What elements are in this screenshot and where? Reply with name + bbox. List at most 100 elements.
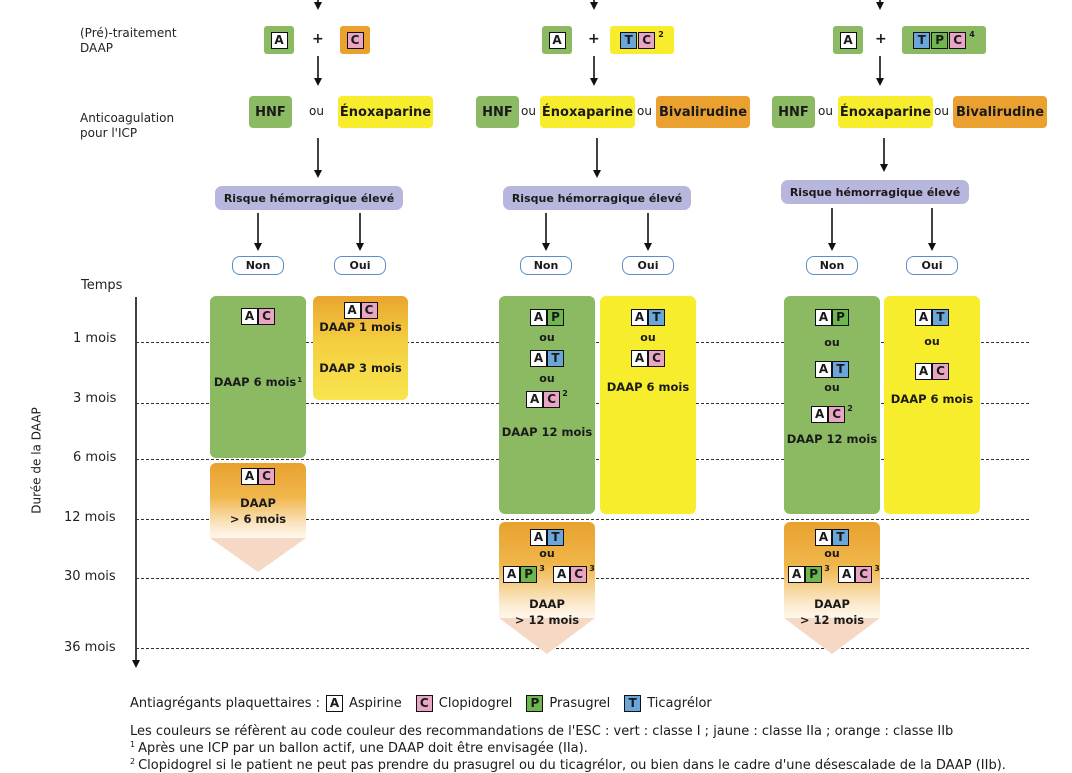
footnote-1: 1 [297, 376, 303, 384]
ticagrelor-letter: T [620, 31, 638, 49]
ticagrelor-letter: T [913, 31, 931, 49]
ticagrelor-letter: T [624, 695, 642, 712]
anticoag-col3-biva: Bivalirudine [953, 96, 1047, 128]
plus-col1: + [312, 31, 324, 47]
col2-non-ou1: ou [539, 331, 555, 344]
aspirin-letter: A [326, 695, 344, 712]
col3-oui-duration: DAAP 6 mois [890, 392, 974, 406]
col3-oui-box [884, 296, 980, 514]
aspirin-letter: A [815, 528, 832, 546]
pretreat-col2-tc: T C 2 [610, 26, 674, 54]
anticoag-col3-hnf: HNF [772, 96, 815, 128]
col2-ext-daap: DAAP [529, 597, 565, 611]
note-1-text: Après une ICP par un ballon actif, une D… [138, 741, 588, 756]
ticagrelor-letter: T [547, 528, 564, 546]
legend: Antiagrégants plaquettaires : A Aspirine… [130, 695, 712, 712]
ou-anticoag-col2a: ou [521, 104, 536, 118]
prasugrel-letter: P [547, 308, 564, 326]
ou-anticoag-col3b: ou [934, 104, 949, 118]
ou-anticoag-col1: ou [309, 104, 324, 118]
col2-oui-box [600, 296, 696, 514]
ticagrelor-letter: T [547, 349, 564, 367]
col3-non-box [784, 296, 880, 514]
clopidogrel-letter: C [570, 565, 588, 583]
col3-non-ou1: ou [824, 336, 840, 349]
row-label-pretraitement: (Pré)-traitement DAAP [80, 26, 177, 55]
anticoag-col2-biva: Bivalirudine [656, 96, 750, 128]
pretreat-col2-aspirin: A [542, 26, 572, 54]
tick-line-12 [136, 519, 1029, 520]
col1-ext-arrowhead [210, 538, 306, 572]
legend-clopidogrel: Clopidogrel [438, 696, 513, 711]
aspirin-letter: A [241, 307, 258, 325]
clopidogrel-letter: C [415, 695, 433, 712]
plus-col3: + [875, 31, 887, 47]
ticagrelor-letter: T [832, 360, 849, 378]
col3-ext-gt12: > 12 mois [799, 613, 865, 627]
pretreat-col1-aspirin: A [264, 26, 294, 54]
legend-prasugrel: Prasugrel [549, 696, 611, 711]
tick-label-3: 3 mois [73, 391, 117, 406]
non-col2: Non [520, 256, 572, 275]
anticoag-col1-enox: Énoxaparine [338, 96, 433, 128]
ou-anticoag-col3a: ou [818, 104, 833, 118]
col3-non-ou2: ou [824, 381, 840, 394]
col2-ext-gt12: > 12 mois [514, 613, 580, 627]
footnote-1: 1 [130, 740, 136, 749]
clopidogrel-letter: C [828, 405, 846, 423]
risk-box-col3: Risque hémorragique élevé [781, 180, 969, 204]
aspirin-letter: A [530, 349, 547, 367]
anticoag-col1-hnf: HNF [249, 96, 292, 128]
aspirin-letter: A [548, 31, 566, 49]
col3-ext-arrowhead [784, 618, 880, 654]
col2-oui-duration: DAAP 6 mois [606, 380, 690, 394]
anticoag-col3-enox: Énoxaparine [838, 96, 933, 128]
col1-ext-gt6: > 6 mois [229, 512, 287, 526]
col3-non-duration: DAAP 12 mois [786, 432, 878, 446]
non-col3: Non [806, 256, 858, 275]
footnote-3: 3 [874, 563, 880, 573]
clopidogrel-letter: C [346, 31, 364, 49]
clopidogrel-letter: C [258, 307, 275, 325]
aspirin-letter: A [915, 308, 932, 326]
aspirin-letter: A [530, 308, 547, 326]
aspirin-letter: A [631, 308, 648, 326]
clopidogrel-letter: C [855, 565, 873, 583]
pretreat-col1-clopidogrel: C [340, 26, 370, 54]
footnote-2: 2 [130, 757, 136, 766]
clopidogrel-letter: C [949, 31, 967, 49]
aspirin-letter: A [343, 301, 361, 319]
col3-ext-ou: ou [824, 547, 840, 560]
non-col1: Non [232, 256, 284, 275]
footnote-3: 3 [589, 563, 595, 573]
tick-label-1: 1 mois [73, 331, 117, 346]
anticoag-col2-hnf: HNF [476, 96, 519, 128]
clopidogrel-letter: C [932, 362, 949, 380]
risk-box-col1: Risque hémorragique élevé [215, 186, 403, 210]
col2-oui-ou: ou [640, 331, 656, 344]
risk-box-col2: Risque hémorragique élevé [503, 186, 691, 210]
duration-text: DAAP 6 mois [213, 375, 297, 389]
aspirin-letter: A [270, 31, 288, 49]
tick-label-36: 36 mois [64, 640, 116, 655]
aspirin-letter: A [838, 565, 856, 583]
legend-aspirine: Aspirine [349, 696, 402, 711]
footnote-2: 2 [562, 388, 568, 398]
prasugrel-letter: P [520, 565, 538, 583]
anticoag-col2-enox: Énoxaparine [540, 96, 635, 128]
ticagrelor-letter: T [932, 308, 949, 326]
